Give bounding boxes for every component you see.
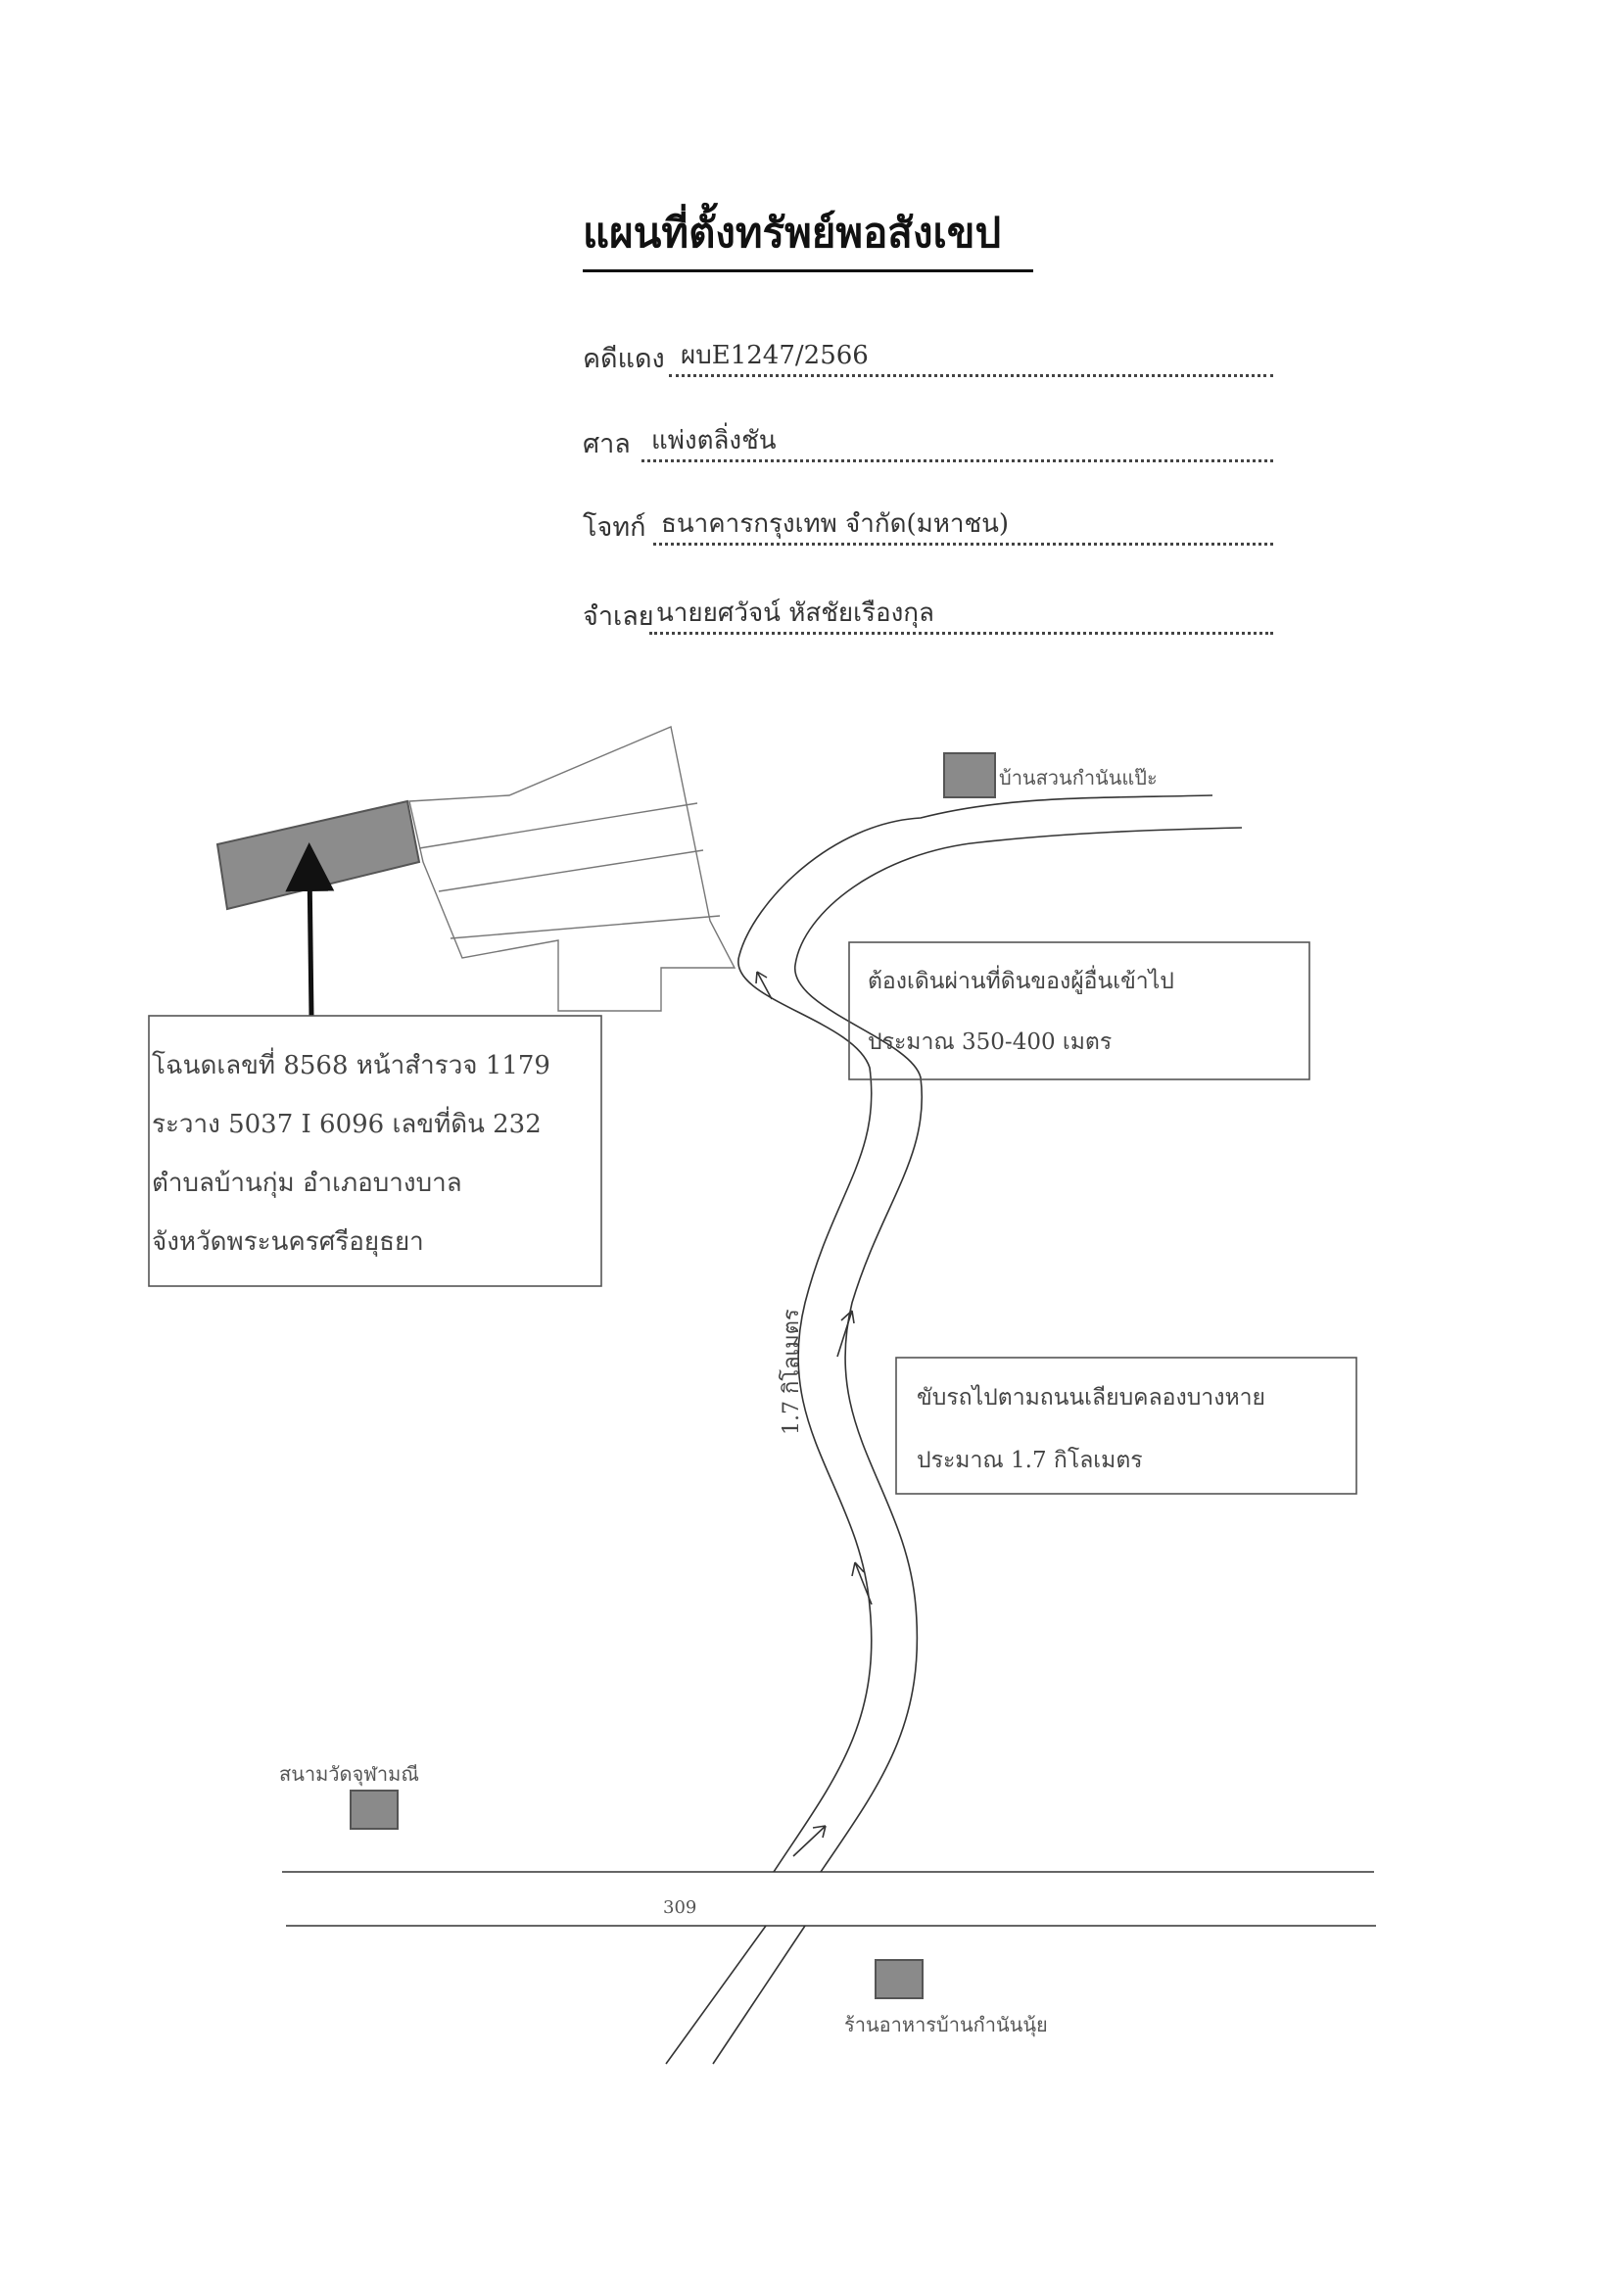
landmark-left-icon (350, 1790, 399, 1830)
land-deed-info-box: โฉนดเลขที่ 8568 หน้าสำรวจ 1179 ระวาง 503… (150, 1017, 600, 1285)
plaintiff-row: โจทก์ ธนาคารกรุงเทพ จำกัด(มหาชน) (583, 504, 1273, 550)
canal-road-edge-left (737, 794, 1213, 1873)
property-parcel (215, 799, 421, 911)
case-number-value: ผบE1247/2566 (681, 341, 869, 370)
defendant-label: จำเลย (583, 601, 654, 632)
landmark-top-right-label: บ้านสวนกำนันแป๊ะ (999, 766, 1158, 789)
defendant-value: นายยศวัจน์ หัสชัยเรืองกุล (656, 598, 934, 628)
plaintiff-value: ธนาคารกรุงเทพ จำกัด(มหาชน) (661, 509, 1010, 539)
defendant-dotted-line (649, 632, 1273, 635)
landmark-bottom-icon (875, 1959, 924, 1999)
case-number-dotted-line (669, 374, 1273, 377)
drive-info-box: ขับรถไปตามถนนเลียบคลองบางหาย ประมาณ 1.7 … (897, 1359, 1355, 1493)
neighbor-parcels (408, 726, 736, 1012)
walk-info-line-2: ประมาณ 350-400 เมตร (868, 1029, 1113, 1055)
landmark-left-label: สนามวัดจุฬามณี (279, 1762, 419, 1786)
case-number-label: คดีแดง (583, 344, 665, 374)
case-number-row: คดีแดง ผบE1247/2566 (583, 336, 1273, 381)
landmark-top-right-icon (943, 752, 996, 798)
court-dotted-line (641, 459, 1273, 462)
property-pointer-arrow (285, 842, 335, 1017)
walk-info-box: ต้องเดินผ่านที่ดินของผู้อื่นเข้าไป ประมา… (850, 943, 1308, 1078)
land-deed-line-2: ระวาง 5037 I 6096 เลขที่ดิน 232 (152, 1110, 542, 1139)
south-road-edge-left (665, 1925, 767, 2065)
court-label: ศาล (583, 429, 631, 459)
plaintiff-dotted-line (653, 543, 1273, 546)
road-number-label: 309 (663, 1897, 697, 1918)
canal-road-edge-right (794, 827, 1243, 1873)
drive-info-line-2: ประมาณ 1.7 กิโลเมตร (917, 1448, 1143, 1473)
landmark-bottom-label: ร้านอาหารบ้านกำนันนุ้ย (844, 2013, 1048, 2036)
distance-label: 1.7 กิโลเมตร (780, 1309, 804, 1435)
plaintiff-label: โจทก์ (583, 512, 646, 543)
south-road-edge-right (712, 1925, 806, 2065)
land-deed-line-3: ตำบลบ้านกุ่ม อำเภอบางบาล (152, 1169, 462, 1198)
land-deed-line-1: โฉนดเลขที่ 8568 หน้าสำรวจ 1179 (152, 1051, 550, 1080)
map-title: แผนที่ตั้งทรัพย์พอสังเขป (583, 201, 1033, 272)
defendant-row: จำเลย นายยศวัจน์ หัสชัยเรืองกุล (583, 594, 1273, 639)
court-row: ศาล แพ่งตลิ่งชัน (583, 421, 1273, 466)
info-box-frames (148, 941, 1357, 1495)
walk-info-line-1: ต้องเดินผ่านที่ดินของผู้อื่นเข้าไป (868, 969, 1174, 994)
drive-info-line-1: ขับรถไปตามถนนเลียบคลองบางหาย (917, 1385, 1266, 1411)
route-direction-arrows (755, 971, 873, 1857)
land-deed-line-4: จังหวัดพระนครศรีอยุธยา (152, 1227, 424, 1257)
court-value: แพ่งตลิ่งชัน (651, 426, 777, 455)
